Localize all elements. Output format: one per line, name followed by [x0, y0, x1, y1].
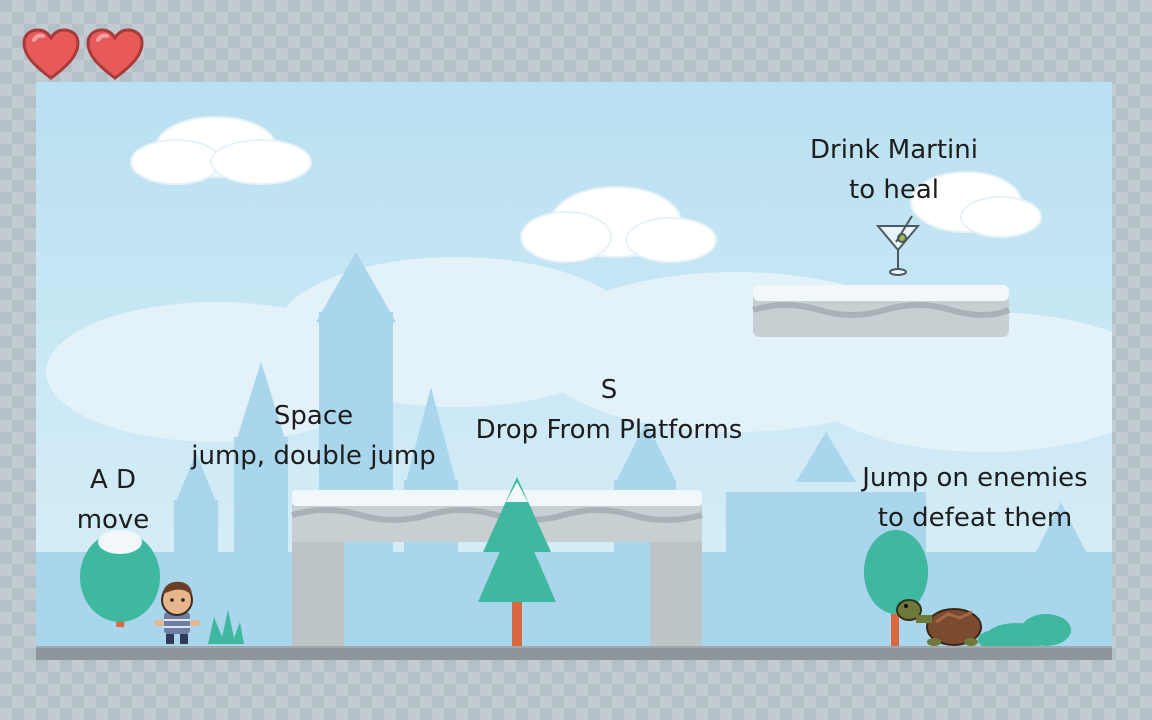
heart-icon	[86, 28, 144, 80]
cloud	[910, 171, 1042, 238]
jump-action-label: jump, double jump	[191, 441, 436, 471]
player-character	[154, 581, 200, 644]
move-hint: A D move	[58, 460, 168, 540]
heal-hint: Drink Martini to heal	[784, 130, 1004, 210]
move-keys-label: A D	[89, 465, 137, 495]
bridge-platform	[291, 490, 703, 646]
cloud	[130, 116, 312, 185]
floating-platform	[752, 285, 1011, 337]
ground-strip	[36, 646, 1112, 660]
move-action-label: move	[76, 505, 150, 535]
heal-hint-line2: to heal	[849, 175, 939, 205]
bush	[208, 610, 1071, 648]
drop-action-label: Drop From Platforms	[475, 415, 743, 445]
jump-hint: Space jump, double jump	[176, 396, 451, 476]
martini-pickup	[875, 215, 921, 276]
enemy-hint: Jump on enemies to defeat them	[846, 458, 1104, 538]
jump-key-label: Space	[273, 401, 354, 431]
cloud	[520, 186, 717, 263]
tree	[80, 530, 160, 628]
tree	[864, 530, 928, 646]
pine-tree	[478, 477, 556, 646]
drop-key-label: S	[600, 375, 618, 405]
game-viewport[interactable]: A D move Space jump, double jump S Drop …	[36, 82, 1112, 648]
heal-hint-line1: Drink Martini	[810, 135, 978, 165]
turtle-enemy	[896, 599, 982, 646]
health-hud	[22, 28, 144, 80]
drop-hint: S Drop From Platforms	[454, 370, 764, 450]
heart-icon	[22, 28, 80, 80]
enemy-hint-line2: to defeat them	[877, 503, 1073, 533]
enemy-hint-line1: Jump on enemies	[862, 463, 1088, 493]
